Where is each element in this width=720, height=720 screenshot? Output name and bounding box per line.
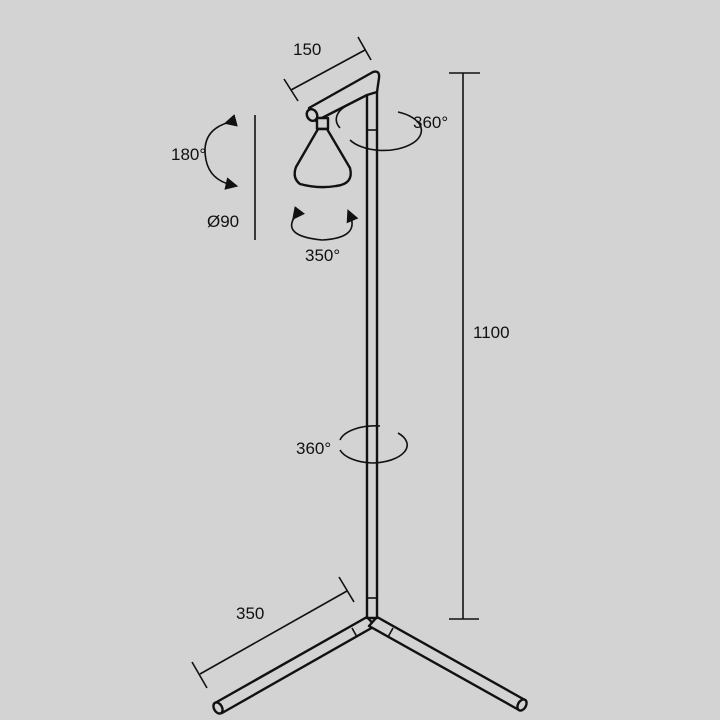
left-leg bbox=[212, 615, 377, 715]
leg-dimension-line bbox=[191, 576, 355, 689]
shade-tilt-label: 180° bbox=[171, 145, 207, 164]
lamp-shade bbox=[293, 116, 352, 189]
pole-rotation-label: 360° bbox=[296, 439, 332, 458]
pole-rotation-indicator bbox=[339, 425, 408, 464]
tilt-arrow-icon bbox=[204, 114, 239, 190]
pole bbox=[365, 86, 379, 620]
swivel-arrow-icon bbox=[290, 206, 359, 241]
arm-rotation-indicator bbox=[335, 103, 423, 152]
height-label: 1100 bbox=[473, 323, 510, 342]
shade-diameter-label: Ø90 bbox=[207, 212, 240, 231]
leg-length-label: 350 bbox=[236, 604, 265, 623]
arm-rotation-label: 360° bbox=[413, 113, 449, 132]
height-dimension-line bbox=[449, 72, 480, 620]
right-leg bbox=[367, 615, 528, 712]
shade-swivel-label: 350° bbox=[305, 246, 341, 265]
arm-length-label: 150 bbox=[293, 40, 322, 59]
arm bbox=[305, 70, 381, 123]
arm-dimension-line bbox=[283, 36, 372, 102]
